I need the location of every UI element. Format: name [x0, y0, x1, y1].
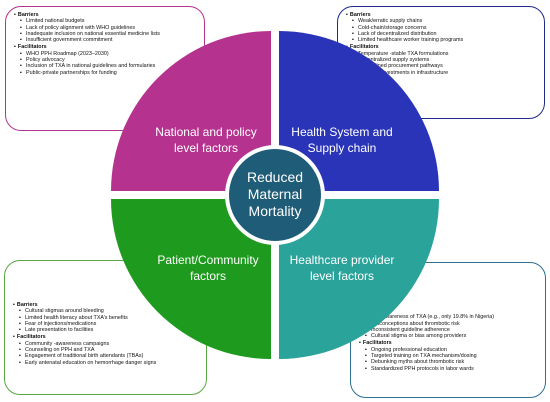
list-item: Weak/erratic supply chains	[352, 18, 538, 25]
list-item: Late presentation to facilities	[19, 327, 200, 334]
list-item: Cultural stigma or bias among providers	[365, 333, 539, 340]
list-item: Targeted training on TXA mechanism/dosin…	[365, 353, 539, 360]
facilitators-header: Facilitators	[13, 334, 200, 340]
list-item: Insufficient government commitment	[20, 37, 198, 44]
label-line: Healthcare provider	[289, 253, 395, 267]
facilitators-list: WHO PPH Roadmap (2023–2030) Policy advoc…	[14, 51, 198, 76]
barriers-list: Cultural stigmas around bleeding Limited…	[13, 308, 200, 333]
list-item: Debunking myths about thrombotic risk	[365, 359, 539, 366]
label-line: level factors	[173, 140, 239, 155]
list-item: Engagement of traditional birth attendan…	[19, 353, 200, 360]
health-system-quadrant	[279, 31, 439, 191]
list-item: Lack of policy alignment with WHO guidel…	[20, 25, 198, 32]
center-line: Maternal	[247, 186, 303, 202]
label-line: Health System and	[291, 125, 393, 139]
patient-community-label: Patient/Community factors	[148, 253, 268, 284]
barriers-list: Limited national budgets Lack of policy …	[14, 18, 198, 43]
list-item: Ongoing professional education	[365, 347, 539, 354]
list-item: Lack of decentralized distribution	[352, 31, 538, 38]
center-line: Reduced	[246, 169, 304, 185]
barriers-header: Barriers	[346, 12, 538, 18]
list-item: Limited national budgets	[20, 18, 198, 25]
label-line: level factors	[309, 268, 375, 283]
facilitators-header: Facilitators	[346, 44, 538, 50]
list-item: Policy advocacy	[20, 57, 198, 64]
list-item: WHO PPH Roadmap (2023–2030)	[20, 51, 198, 58]
barriers-list: Weak/erratic supply chains Cold-chain/st…	[346, 18, 538, 43]
facilitators-list: Ongoing professional education Targeted …	[359, 347, 539, 372]
list-item: Cold-chain/storage concerns	[352, 25, 538, 32]
healthcare-provider-quadrant	[279, 199, 439, 359]
label-line: factors	[189, 268, 226, 283]
center-label: Reduced Maternal Mortality	[225, 169, 325, 220]
list-item: Cultural stigmas around bleeding	[19, 308, 200, 315]
list-item: Community -awareness campaigns	[19, 341, 200, 348]
center-line: Mortality	[248, 203, 302, 219]
healthcare-provider-label: Healthcare provider level factors	[280, 253, 404, 284]
list-item: Fear of injections/medications	[19, 321, 200, 328]
list-item: Counseling on PPH and TXA	[19, 347, 200, 354]
label-line: Patient/Community	[157, 253, 259, 267]
label-line: National and policy	[155, 125, 257, 139]
facilitators-list: Community -awareness campaigns Counselin…	[13, 341, 200, 366]
barriers-header: Barriers	[13, 302, 200, 308]
patient-community-quadrant	[111, 199, 271, 359]
list-item: Inclusion of TXA in national guidelines …	[20, 63, 198, 70]
national-policy-quadrant	[111, 31, 271, 191]
list-item: Early antenatal education on hemorrhage …	[19, 360, 200, 367]
barriers-header: Barriers	[14, 12, 198, 18]
center-circle	[229, 149, 321, 241]
list-item: Inadequate inclusion on national essenti…	[20, 31, 198, 38]
national-policy-label: National and policy level factors	[146, 125, 266, 156]
health-system-label: Health System and Supply chain	[283, 125, 401, 156]
label-line: Supply chain	[307, 140, 377, 155]
list-item: Standardized PPH protocols in labor ward…	[365, 366, 539, 373]
list-item: Limited healthcare worker training progr…	[352, 37, 538, 44]
facilitators-header: Facilitators	[359, 340, 539, 346]
list-item: Public-private partnerships for funding	[20, 70, 198, 77]
list-item: Limited health literacy about TXA’s bene…	[19, 315, 200, 322]
facilitators-header: Facilitators	[14, 44, 198, 50]
